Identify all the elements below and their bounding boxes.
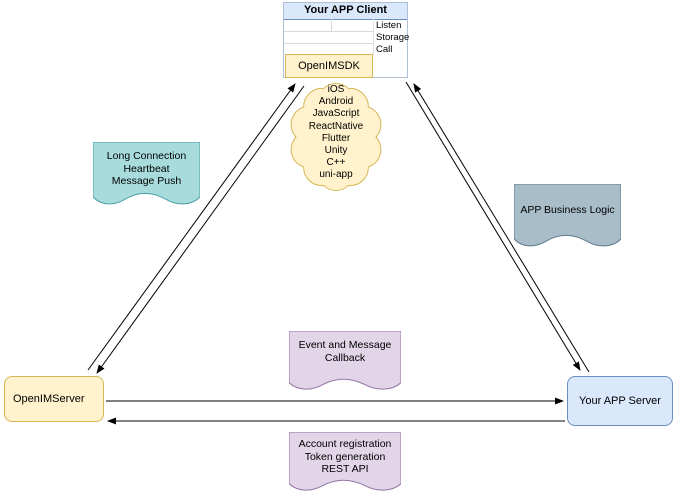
banner-line: REST API xyxy=(321,463,369,475)
app-business-logic-text: APP Business Logic xyxy=(514,204,621,217)
arrow-openimserver-to-sdk xyxy=(87,83,296,371)
banner-line: Heartbeat xyxy=(123,162,170,175)
client-capability-list: Listen Storage Call xyxy=(376,20,409,56)
account-rest-api-banner: Account registration Token generation RE… xyxy=(289,432,401,494)
banner-line: APP Business Logic xyxy=(520,204,615,216)
app-business-logic-banner: APP Business Logic xyxy=(514,184,621,250)
cloud-shape xyxy=(290,80,382,194)
client-row-divider xyxy=(284,31,373,32)
account-rest-api-text: Account registration Token generation RE… xyxy=(289,438,401,476)
event-callback-text: Event and Message Callback xyxy=(289,339,401,364)
event-callback-banner: Event and Message Callback xyxy=(289,331,401,393)
client-title: Your APP Client xyxy=(284,3,407,20)
platform-flutter: Flutter xyxy=(321,132,351,144)
your-app-server-label: Your APP Server xyxy=(579,395,661,407)
platform-uniapp: uni-app xyxy=(319,169,353,181)
client-capability-storage: Storage xyxy=(376,32,410,43)
your-app-server-box: Your APP Server xyxy=(567,376,673,426)
banner-line: Message Push xyxy=(111,175,182,187)
banner-line: Event and Message xyxy=(298,339,392,351)
client-cell-divider xyxy=(331,19,332,31)
platform-list: iOS Android JavaScript ReactNative Flutt… xyxy=(282,84,390,182)
platform-unity: Unity xyxy=(324,145,348,157)
platform-android: Android xyxy=(318,96,354,108)
openimserver-label: OpenIMServer xyxy=(13,393,85,405)
platform-cpp: C++ xyxy=(326,157,346,169)
banner-line: Token generation xyxy=(304,450,386,463)
client-capability-call: Call xyxy=(376,44,393,55)
banner-line: Callback xyxy=(324,351,366,364)
banner-line: Long Connection xyxy=(106,150,187,162)
banner-shape xyxy=(93,142,200,208)
platform-ios: iOS xyxy=(327,84,345,95)
arrow-appserver-to-client xyxy=(413,83,590,373)
long-connection-text: Long Connection Heartbeat Message Push xyxy=(93,150,200,188)
platform-reactnative: ReactNative xyxy=(308,120,364,132)
openimsdk-box: OpenIMSDK xyxy=(285,54,373,78)
banner-shape xyxy=(514,184,621,250)
banner-line: Account registration xyxy=(298,438,392,450)
client-capability-listen: Listen xyxy=(376,20,402,31)
your-app-client-box: Your APP Client Listen Storage Call Open… xyxy=(283,2,409,78)
long-connection-banner: Long Connection Heartbeat Message Push xyxy=(93,142,200,208)
platform-javascript: JavaScript xyxy=(312,108,360,120)
arrow-client-to-appserver xyxy=(405,81,581,371)
banner-shape xyxy=(289,331,401,393)
arrow-sdk-to-openimserver xyxy=(96,85,305,374)
banner-shape xyxy=(289,432,401,494)
platforms-cloud: iOS Android JavaScript ReactNative Flutt… xyxy=(290,80,382,194)
openimserver-box: OpenIMServer xyxy=(4,376,104,422)
client-label-column-divider xyxy=(373,19,374,55)
client-row-divider xyxy=(284,43,373,44)
